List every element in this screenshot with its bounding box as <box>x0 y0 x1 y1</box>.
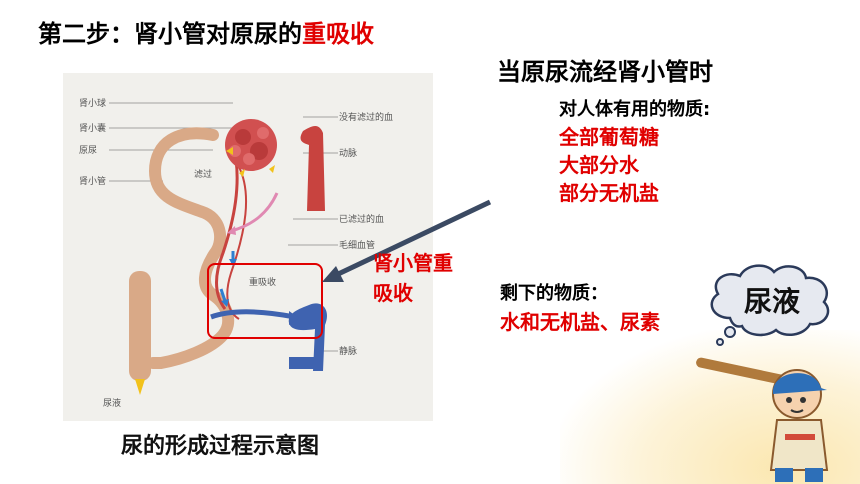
remaining-substances: 剩下的物质： 水和无机盐、尿素 <box>500 280 660 336</box>
label-filtered-blood: 已滤过的血 <box>339 213 384 225</box>
title-highlight: 重吸收 <box>302 20 374 48</box>
remaining-title: 剩下的物质： <box>500 283 608 304</box>
reabsorption-label-line2: 吸收 <box>373 281 413 305</box>
pointer-arrow <box>322 199 492 282</box>
useful-substances: 对人体有用的物质: 全部葡萄糖 大部分水 部分无机盐 <box>559 96 710 207</box>
label-tubule: 肾小管 <box>79 175 106 187</box>
label-urine: 尿液 <box>103 397 121 409</box>
baseball-player-illustration <box>696 357 829 482</box>
reabsorption-label: 肾小管重 吸收 <box>373 248 483 308</box>
reabsorption-label-line1: 肾小管重 <box>373 251 453 275</box>
slide-title: 第二步：肾小管对原尿的重吸收 <box>38 14 374 49</box>
nephron-illustration: 肾小球 肾小囊 原尿 肾小管 滤过 没有滤过的血 动脉 已滤过的血 毛细血管 重… <box>79 97 393 409</box>
thought-cloud <box>710 264 830 346</box>
collecting-duct <box>129 271 151 381</box>
label-reabsorption: 重吸收 <box>249 276 276 288</box>
label-primary-urine: 原尿 <box>79 145 97 156</box>
remaining-value: 水和无机盐、尿素 <box>500 310 660 334</box>
diagram-caption: 尿的形成过程示意图 <box>121 434 320 459</box>
useful-item-water: 大部分水 <box>559 153 639 177</box>
urine-bubble-text: 尿液 <box>744 285 801 318</box>
useful-title: 对人体有用的物质: <box>559 99 711 120</box>
title-prefix: 第二步：肾小管对原尿的 <box>38 20 302 48</box>
label-vein: 静脉 <box>339 345 357 357</box>
label-unfiltered-blood: 没有滤过的血 <box>339 111 393 123</box>
label-capillary: 毛细血管 <box>339 239 375 251</box>
label-capsule: 肾小囊 <box>79 122 106 134</box>
vein <box>288 303 328 371</box>
renal-tubule <box>147 127 235 369</box>
label-artery: 动脉 <box>339 147 357 159</box>
reabsorption-highlight-box <box>207 263 323 339</box>
useful-item-salts: 部分无机盐 <box>559 181 659 205</box>
label-filter: 滤过 <box>194 168 212 180</box>
label-glomerulus: 肾小球 <box>79 97 106 109</box>
artery <box>300 126 325 211</box>
nephron-diagram: 肾小球 肾小囊 原尿 肾小管 滤过 没有滤过的血 动脉 已滤过的血 毛细血管 重… <box>63 73 433 421</box>
useful-item-glucose: 全部葡萄糖 <box>559 125 659 149</box>
section-heading: 当原尿流经肾小管时 <box>497 58 713 86</box>
